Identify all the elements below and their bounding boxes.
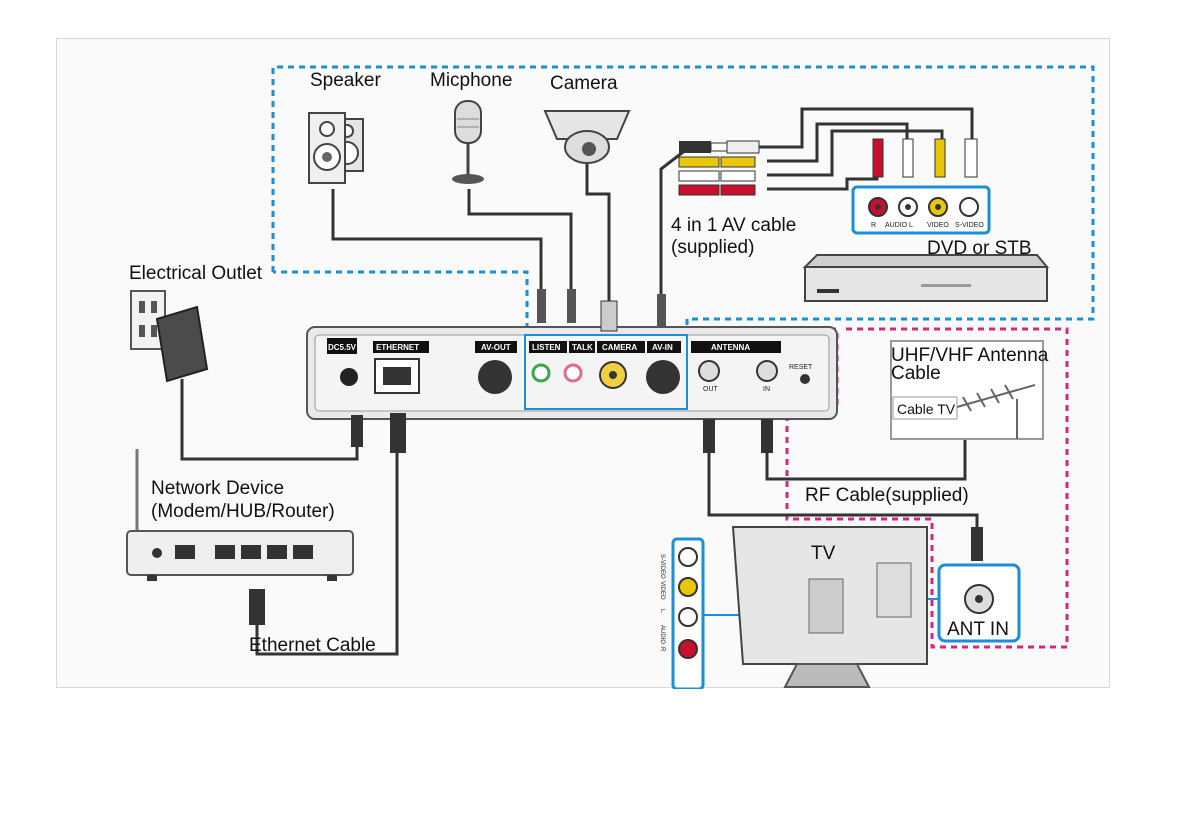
- network-device-label-2: (Modem/HUB/Router): [151, 501, 335, 522]
- port-in: IN: [763, 386, 770, 393]
- dvd-label: DVD or STB: [927, 238, 1032, 259]
- power-adapter-icon: [130, 290, 209, 383]
- av-cable-label-1: 4 in 1 AV cable: [671, 215, 796, 236]
- av-cable-2: [767, 122, 909, 163]
- uhf-label-1: UHF/VHF Antenna: [891, 345, 1049, 366]
- antenna-icon: [956, 384, 1036, 439]
- tv-label: TV: [811, 543, 836, 564]
- mic-cable: [467, 189, 573, 289]
- rf-plug-tv: [971, 527, 983, 561]
- dvd-port-panel: [851, 185, 991, 235]
- av-zone-dash: [271, 65, 1095, 411]
- port-antenna: ANTENNA: [711, 343, 750, 352]
- port-out: OUT: [703, 386, 719, 393]
- port-av-out: AV-OUT: [481, 343, 511, 352]
- av-ports-box: [524, 334, 688, 410]
- dvd-player-icon: [802, 254, 1050, 302]
- uhf-label-2: Cable: [891, 363, 941, 384]
- network-device-label-1: Network Device: [151, 478, 284, 499]
- tv-video: VIDEO: [659, 581, 665, 600]
- microphone-icon: [452, 100, 484, 184]
- camera-cable: [585, 159, 611, 301]
- diagram-frame: Speaker Micphone Camera 4 in 1 AV cable …: [56, 38, 1110, 691]
- cable-tv-label: Cable TV: [897, 401, 956, 417]
- av-cable-label-2: (supplied): [671, 237, 754, 258]
- port-dc: DC5.5V: [328, 343, 357, 352]
- ethernet-cable-label: Ethernet Cable: [249, 635, 376, 656]
- ant-in-label: ANT IN: [947, 619, 1009, 640]
- camera-icon: [543, 110, 631, 164]
- dvd-plugs: [872, 138, 978, 178]
- tv-svideo: S-VIDEO: [659, 554, 665, 579]
- av-cable-main: [659, 147, 688, 294]
- rf-cable-label: RF Cable(supplied): [805, 485, 969, 506]
- port-av-in: AV-IN: [652, 343, 673, 352]
- ethernet-cable-line: [255, 449, 399, 656]
- port-ethernet: ETHERNET: [376, 343, 419, 352]
- port-talk: TALK: [572, 343, 593, 352]
- camera-label: Camera: [550, 73, 618, 94]
- av-cable-1: [747, 107, 974, 149]
- tv-av-labels: S-VIDEO VIDEO L AUDIO R: [659, 554, 665, 652]
- dvd-svideo: S-VIDEO: [955, 222, 984, 229]
- speaker-label: Speaker: [310, 70, 381, 91]
- tv-av-ports: [678, 547, 698, 659]
- dvd-video: VIDEO: [927, 222, 949, 229]
- bottom-plugs: [351, 413, 773, 453]
- speaker-cable: [331, 189, 543, 289]
- device-plugs: [537, 289, 666, 332]
- port-camera: CAMERA: [602, 343, 637, 352]
- av-cable-connectors: [678, 140, 760, 196]
- electrical-outlet-label: Electrical Outlet: [129, 263, 263, 284]
- cable-tv-box: [892, 396, 958, 420]
- power-cable: [180, 379, 359, 461]
- speaker-icon: [308, 112, 364, 184]
- av-cable-3: [767, 129, 944, 177]
- port-reset: RESET: [789, 364, 813, 371]
- device-ports: [340, 358, 810, 394]
- router-ethernet-plug: [249, 589, 265, 625]
- dvd-ports: [868, 197, 979, 217]
- tv-l: L: [659, 609, 665, 613]
- dvd-audio: AUDIO: [885, 222, 908, 229]
- dvd-l: L: [909, 222, 913, 229]
- tv-icon: [731, 526, 928, 688]
- tv-audio: AUDIO: [659, 625, 665, 644]
- port-listen: LISTEN: [532, 343, 561, 352]
- micphone-label: Micphone: [430, 70, 512, 91]
- rf-in-cable: [765, 439, 967, 481]
- tv-r: R: [659, 647, 665, 652]
- dvd-r: R: [871, 222, 876, 229]
- connection-diagram: Speaker Micphone Camera 4 in 1 AV cable …: [126, 65, 1095, 691]
- router-icon: [126, 449, 354, 581]
